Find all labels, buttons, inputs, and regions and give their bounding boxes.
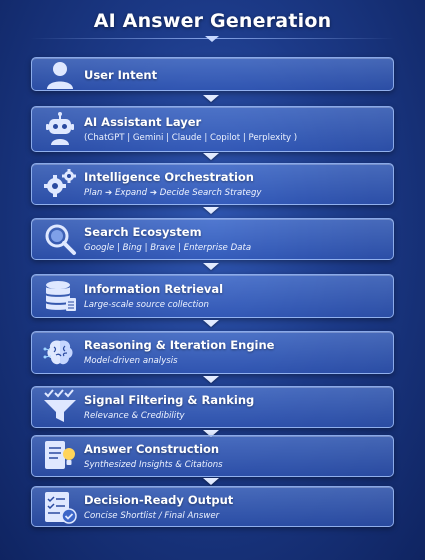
- step-heading: Intelligence Orchestration: [84, 170, 254, 184]
- magnifier-icon: [42, 221, 78, 257]
- flow-arrow: [203, 376, 219, 383]
- step-heading: Answer Construction: [84, 442, 220, 456]
- step-decision-ready-output: Decision-Ready Output Concise Shortlist …: [31, 486, 394, 527]
- step-user-intent: User Intent: [31, 57, 394, 91]
- step-subtext: Google | Bing | Brave | Enterprise Data: [84, 243, 252, 253]
- step-information-retrieval: Information Retrieval Large-scale source…: [31, 274, 394, 318]
- step-reasoning-iteration-engine: Reasoning & Iteration Engine Model-drive…: [31, 331, 394, 374]
- funnel-icon: [42, 389, 78, 425]
- step-heading: Decision-Ready Output: [84, 493, 234, 507]
- flow-arrow: [203, 320, 219, 327]
- robot-icon: [42, 111, 78, 147]
- step-subtext: Synthesized Insights & Citations: [84, 460, 223, 470]
- brain-icon: [42, 335, 78, 371]
- step-search-ecosystem: Search Ecosystem Google | Bing | Brave |…: [31, 218, 394, 260]
- step-subtext: Plan ➔ Expand ➔ Decide Search Strategy: [84, 188, 262, 198]
- step-subtext: Relevance & Credibility: [84, 411, 185, 421]
- flow-arrow: [203, 153, 219, 160]
- page-title: AI Answer Generation: [93, 10, 332, 32]
- step-subtext: Model-driven analysis: [84, 356, 178, 366]
- step-heading: Reasoning & Iteration Engine: [84, 338, 275, 352]
- step-heading: Search Ecosystem: [84, 225, 202, 239]
- step-heading: Information Retrieval: [84, 282, 224, 296]
- step-answer-construction: Answer Construction Synthesized Insights…: [31, 435, 394, 477]
- flow-arrow: [203, 478, 219, 485]
- step-ai-assistant-layer: AI Assistant Layer (ChatGPT | Gemini | C…: [31, 106, 394, 152]
- flow-arrow: [203, 95, 219, 102]
- flow-arrow: [203, 430, 219, 437]
- step-subtext: Large-scale source collection: [84, 300, 209, 310]
- flow-arrow: [203, 263, 219, 270]
- flow-arrow: [203, 207, 219, 214]
- database-icon: [42, 278, 78, 314]
- step-subtext: Concise Shortlist / Final Answer: [84, 511, 220, 521]
- step-heading: AI Assistant Layer: [84, 115, 202, 129]
- step-signal-filtering-ranking: Signal Filtering & Ranking Relevance & C…: [31, 386, 394, 428]
- title-notch: [205, 36, 219, 42]
- checklist-icon: [42, 489, 78, 525]
- step-subtext: (ChatGPT | Gemini | Claude | Copilot | P…: [84, 133, 298, 143]
- user-icon: [42, 56, 78, 92]
- document-bulb-icon: [42, 438, 78, 474]
- step-intelligence-orchestration: Intelligence Orchestration Plan ➔ Expand…: [31, 163, 394, 205]
- step-heading: Signal Filtering & Ranking: [84, 393, 255, 407]
- gears-icon: [42, 166, 78, 202]
- step-heading: User Intent: [84, 68, 158, 82]
